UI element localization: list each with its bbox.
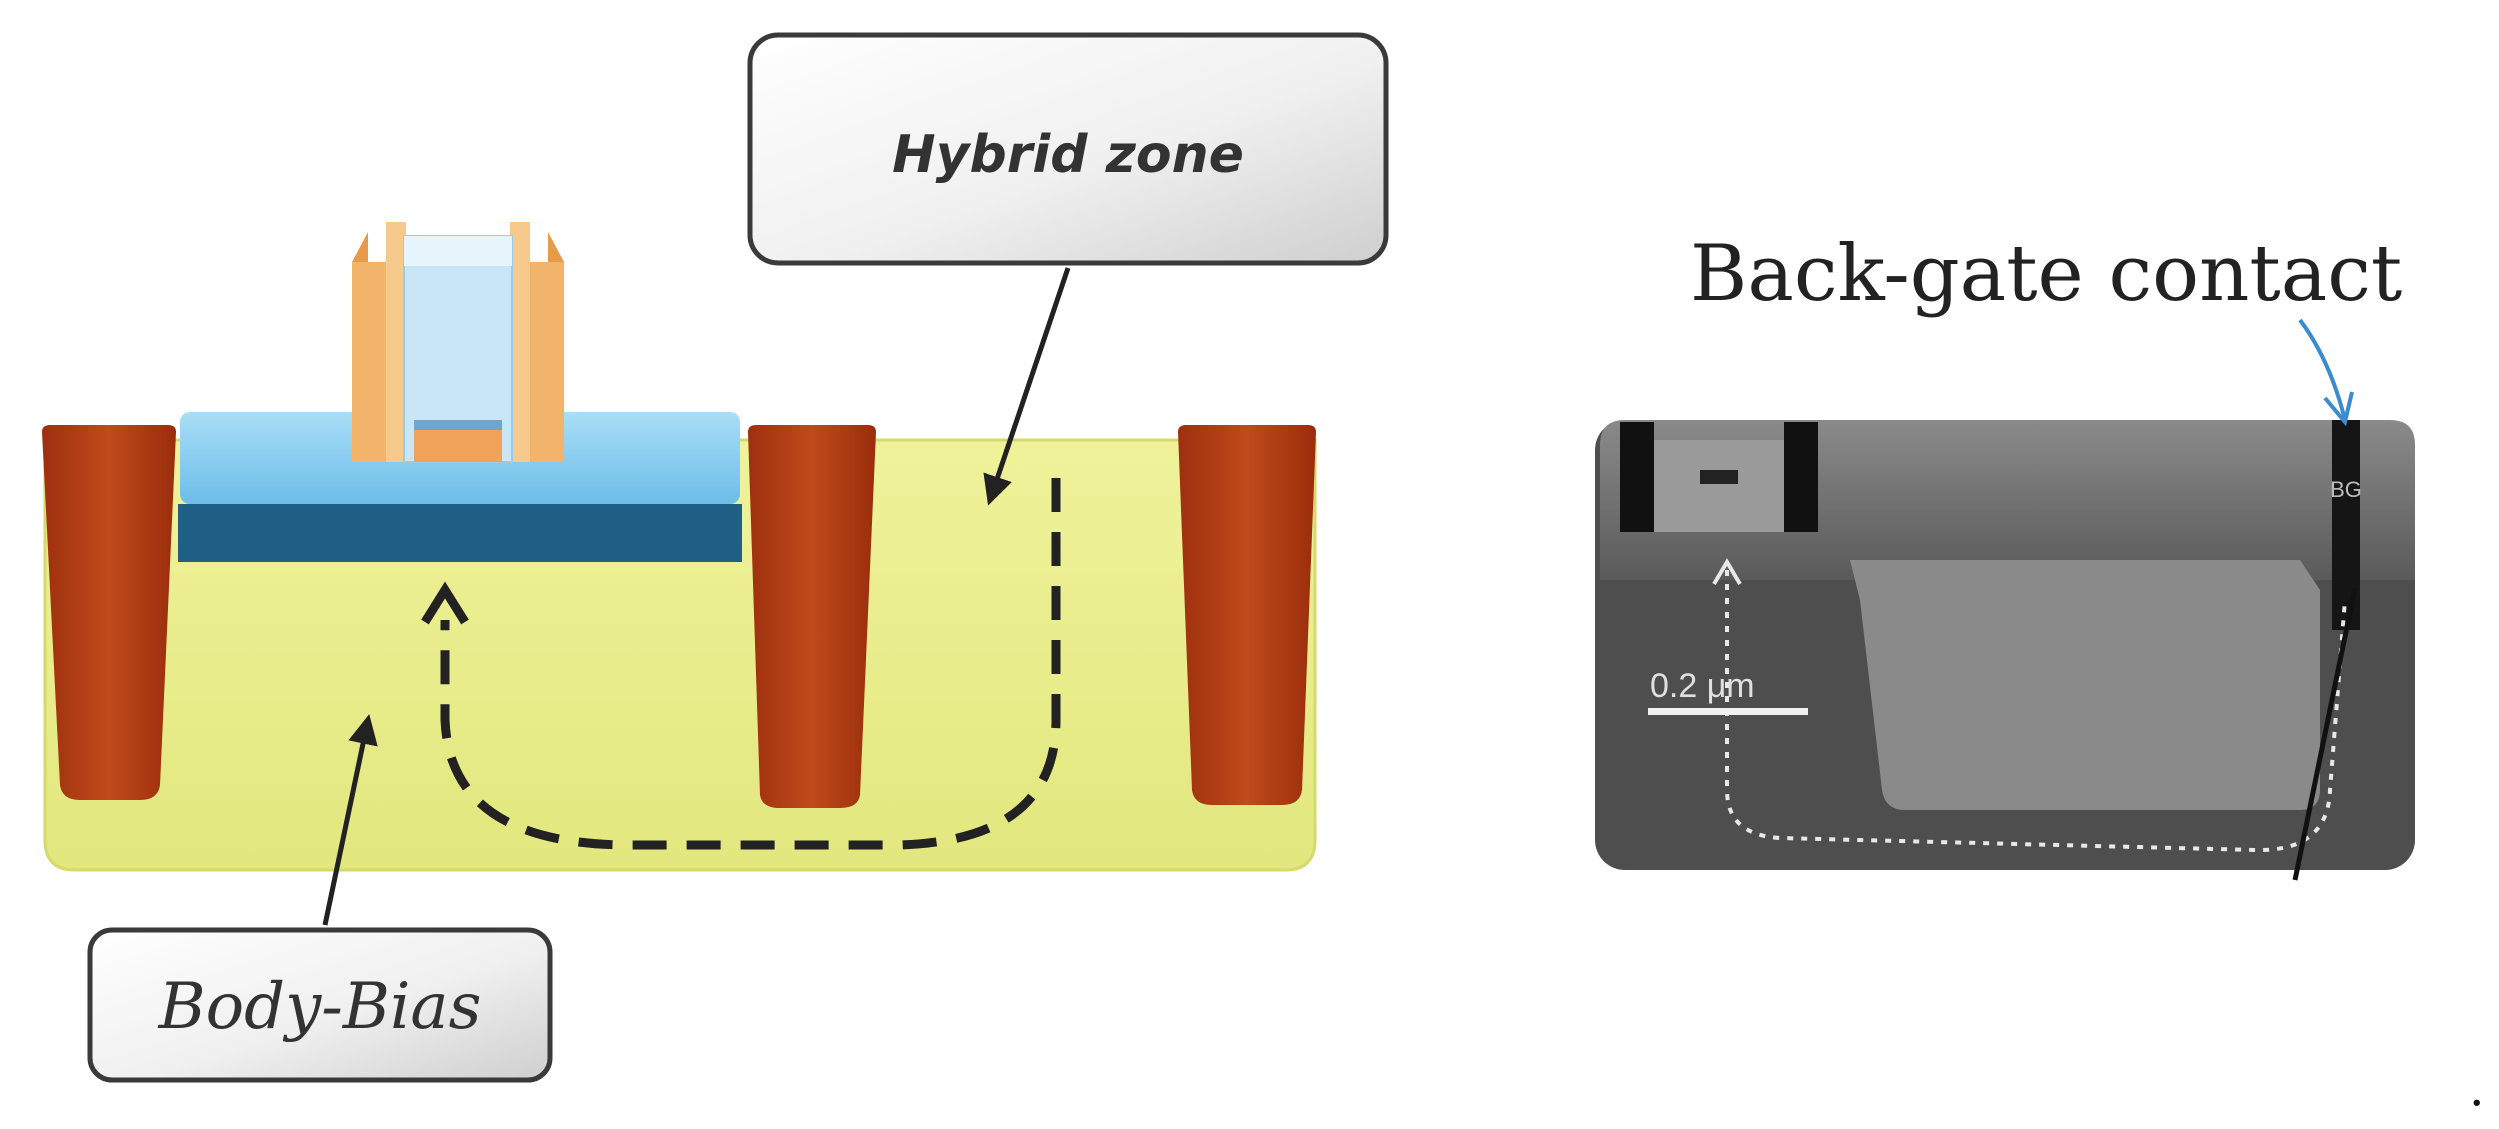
body-bias-pointer [322, 714, 378, 926]
bias-current-path [440, 478, 1061, 850]
sem-current-path [1725, 570, 2347, 853]
body-bias-callout: Body-Bias [87, 714, 553, 1083]
back-gate-annotation: Back-gate contact [1690, 229, 2402, 427]
back-gate-contact-label: Back-gate contact [1690, 229, 2402, 319]
scale-bar-label: 0.2 μm [1650, 667, 1755, 705]
back-gate-contact-pillar [2332, 420, 2360, 630]
scale-bar [1648, 708, 1808, 715]
buried-oxide [178, 504, 742, 562]
sti-left [42, 425, 176, 800]
hybrid-zone-pointer [983, 267, 1071, 506]
hybrid-zone-callout: Hybrid zone [747, 32, 1389, 506]
device-cross-section [42, 222, 1317, 872]
bias-path-arrowhead [421, 581, 469, 625]
contact-marker: BG [2330, 477, 2362, 502]
sem-image: BG 0.2 μm [1595, 420, 2415, 881]
sem-trench [1850, 560, 2320, 810]
hybrid-zone-label: Hybrid zone [892, 125, 1244, 185]
gate-stack [352, 222, 564, 463]
sti-middle [748, 425, 876, 808]
back-gate-arrow [2298, 318, 2347, 421]
trailing-dot: . [2470, 1057, 2484, 1117]
probe-line [2292, 587, 2358, 881]
sti-right [1178, 425, 1316, 805]
body-bias-label: Body-Bias [158, 970, 482, 1044]
